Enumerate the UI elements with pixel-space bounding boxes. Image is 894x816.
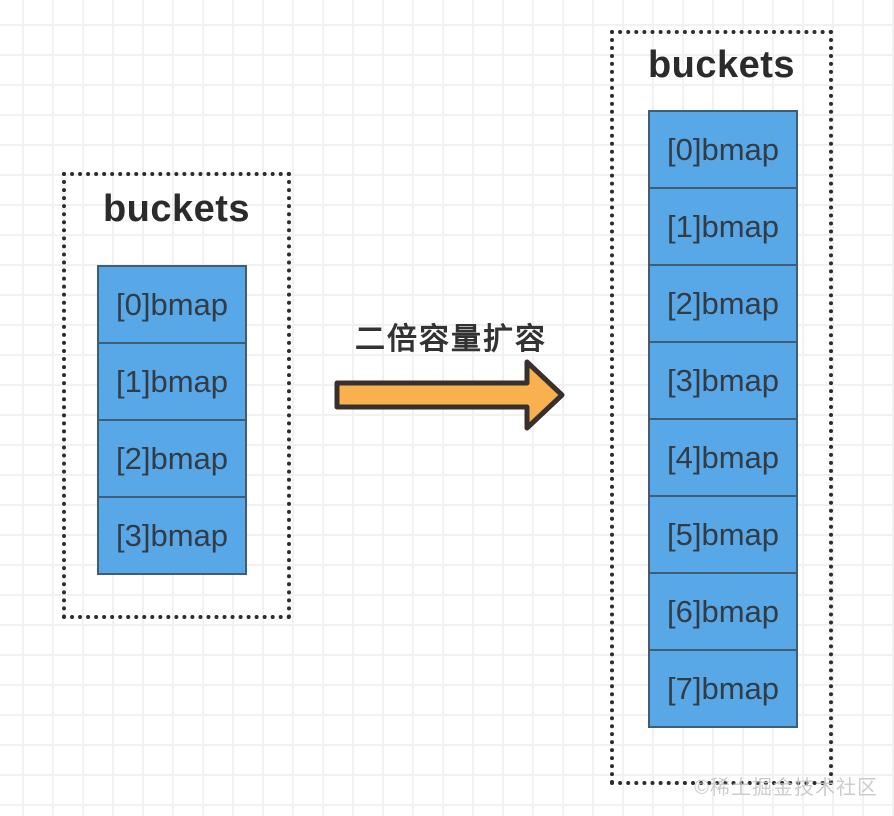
bucket-cell: [5]bmap (648, 495, 798, 574)
left-buckets-title: buckets (102, 188, 251, 230)
right-buckets-title: buckets (647, 44, 796, 86)
bucket-cell: [0]bmap (97, 265, 247, 344)
bucket-cell: [2]bmap (97, 419, 247, 498)
right-buckets-box: buckets [0]bmap[1]bmap[2]bmap[3]bmap[4]b… (610, 30, 833, 785)
bucket-cell: [1]bmap (648, 187, 798, 266)
right-bucket-cells: [0]bmap[1]bmap[2]bmap[3]bmap[4]bmap[5]bm… (648, 110, 798, 728)
bucket-cell: [6]bmap (648, 572, 798, 651)
bucket-cell: [3]bmap (97, 496, 247, 575)
watermark-text: ©稀土掘金技术社区 (694, 777, 878, 799)
bucket-cell: [3]bmap (648, 341, 798, 420)
left-bucket-cells: [0]bmap[1]bmap[2]bmap[3]bmap (97, 265, 247, 575)
left-buckets-box: buckets [0]bmap[1]bmap[2]bmap[3]bmap (62, 172, 291, 619)
bucket-cell: [2]bmap (648, 264, 798, 343)
bucket-cell: [4]bmap (648, 418, 798, 497)
bucket-cell: [1]bmap (97, 342, 247, 421)
expansion-label: 二倍容量扩容 (355, 323, 547, 356)
bucket-cell: [0]bmap (648, 110, 798, 189)
bucket-cell: [7]bmap (648, 649, 798, 728)
expand-arrow-icon (334, 359, 565, 431)
